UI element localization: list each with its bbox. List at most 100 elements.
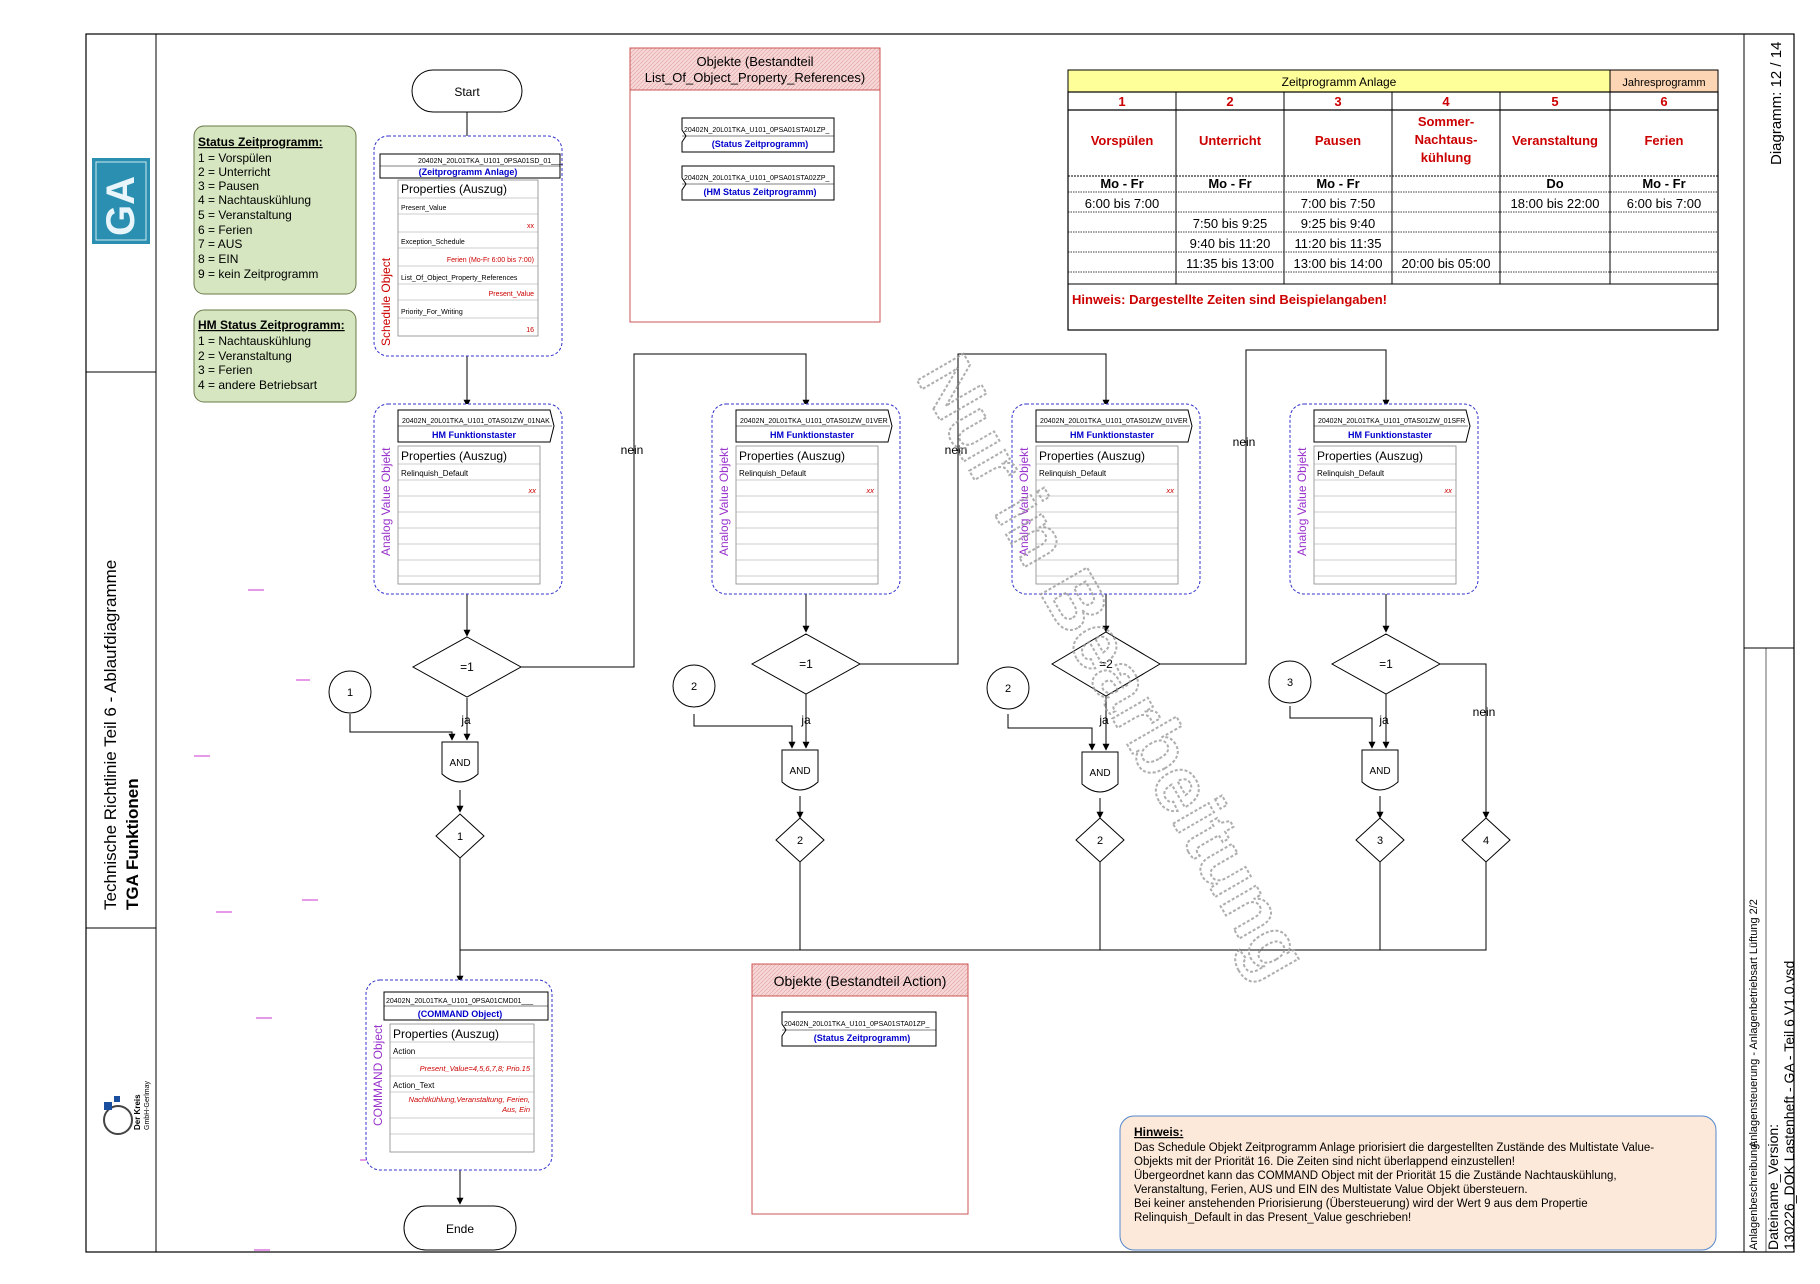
svg-text:Properties (Auszug): Properties (Auszug)	[1039, 449, 1145, 463]
anlagenbeschreibung-value: Anlagensteuerung - Anlagenbetriebsart Lü…	[1748, 899, 1760, 1148]
svg-text:20402N_20L01TKA_U101_0PSA01STA: 20402N_20L01TKA_U101_0PSA01STA02ZP_	[684, 175, 830, 182]
svg-text:Properties (Auszug): Properties (Auszug)	[739, 449, 845, 463]
offpage-connector: 2	[1075, 817, 1125, 863]
offpage-connector: 1	[435, 813, 485, 859]
svg-text:2 = Unterricht: 2 = Unterricht	[198, 165, 271, 179]
svg-text:xx: xx	[1166, 486, 1175, 495]
dateiname-label: Dateiname_Version:	[1765, 1124, 1781, 1250]
table-cell: 18:00 bis 22:00	[1511, 196, 1600, 211]
svg-text:8 = EIN: 8 = EIN	[198, 252, 238, 266]
svg-text:Ende: Ende	[446, 1222, 474, 1236]
svg-text:20402N_20L01TKA_U101_0TAS01ZW_: 20402N_20L01TKA_U101_0TAS01ZW_01SFR	[1318, 418, 1465, 425]
table-cell: 7:00 bis 7:50	[1301, 196, 1375, 211]
svg-text:HM Funktionstaster: HM Funktionstaster	[770, 430, 855, 440]
svg-text:Present_Value: Present_Value	[401, 205, 447, 212]
decision-diamond: =1	[411, 636, 523, 698]
table-col-days: Do	[1546, 176, 1563, 191]
svg-text:(HM Status Zeitprogramm): (HM Status Zeitprogramm)	[703, 187, 816, 197]
yes-label-3: ja	[1098, 713, 1109, 727]
svg-text:Objekts mit der Priorität 16.: Objekts mit der Priorität 16. Die Zeiten…	[1134, 1156, 1515, 1168]
svg-text:Der Kreis: Der Kreis	[133, 1094, 142, 1130]
no-label-1: nein	[621, 443, 644, 457]
table-cell: 20:00 bis 05:00	[1402, 256, 1491, 271]
svg-text:Übergeordnet kann das COMMAND: Übergeordnet kann das COMMAND Object mit…	[1134, 1170, 1617, 1182]
dateiname-value: 130226_DOK Lastenheft - GA - Teil 6 V1.0…	[1781, 961, 1797, 1250]
svg-text:3: 3	[1377, 835, 1383, 847]
yes-label-2: ja	[800, 713, 811, 727]
svg-text:20402N_20L01TKA_U101_0PSA01STA: 20402N_20L01TKA_U101_0PSA01STA01ZP_	[684, 127, 830, 134]
title-line2: TGA Funktionen	[123, 778, 142, 910]
diagram-number: Diagramm: 12 / 14	[1768, 42, 1785, 165]
table-note: Hinweis: Dargestellte Zeiten sind Beispi…	[1072, 292, 1387, 307]
svg-text:Properties (Auszug): Properties (Auszug)	[393, 1027, 499, 1041]
table-col-name: Unterricht	[1199, 133, 1262, 148]
svg-text:Analog Value Objekt: Analog Value Objekt	[1017, 447, 1031, 556]
decision-diamond: =1	[1330, 633, 1442, 695]
svg-text:20402N_20L01TKA_U101_0PSA01CMD: 20402N_20L01TKA_U101_0PSA01CMD01___	[386, 998, 533, 1005]
svg-text:Schedule Object: Schedule Object	[379, 257, 393, 346]
svg-text:3 = Ferien: 3 = Ferien	[198, 363, 252, 377]
table-cell: 9:25 bis 9:40	[1301, 216, 1375, 231]
svg-text:Present_Value: Present_Value	[489, 291, 535, 298]
svg-text:Relinquish_Default in das Pres: Relinquish_Default in das Present_Value …	[1134, 1212, 1411, 1224]
svg-text:AND: AND	[789, 766, 810, 777]
offpage-connector: 2	[775, 817, 825, 863]
table-col-name: Pausen	[1315, 133, 1361, 148]
ga-logo: GA	[92, 158, 150, 244]
svg-text:HM Funktionstaster: HM Funktionstaster	[1070, 430, 1155, 440]
svg-text:Relinquish_Default: Relinquish_Default	[401, 469, 469, 478]
connector-lines	[349, 112, 1490, 1205]
svg-text:20402N_20L01TKA_U101_0PSA01SD_: 20402N_20L01TKA_U101_0PSA01SD_01___	[418, 158, 563, 165]
table-cell: 9:40 bis 11:20	[1190, 236, 1271, 251]
table-col-days: Mo - Fr	[1642, 176, 1685, 191]
page-frame	[85, 33, 1795, 1253]
svg-text:GA: GA	[99, 176, 143, 236]
svg-text:GmbH-Gerlmay: GmbH-Gerlmay	[144, 1080, 151, 1130]
decision-diamond: =1	[750, 633, 862, 695]
svg-text:4 = Nachtauskühlung: 4 = Nachtauskühlung	[198, 193, 311, 207]
table-col-name: Vorspülen	[1091, 133, 1154, 148]
start-terminator: Start	[411, 69, 523, 113]
svg-text:xx: xx	[1444, 486, 1453, 495]
svg-text:2: 2	[1097, 835, 1103, 847]
svg-text:4 = andere Betriebsart: 4 = andere Betriebsart	[198, 378, 318, 392]
svg-text:3 = Pausen: 3 = Pausen	[198, 179, 259, 193]
svg-text:2: 2	[691, 681, 697, 693]
svg-text:20402N_20L01TKA_U101_0TAS01ZW_: 20402N_20L01TKA_U101_0TAS01ZW_01NAK	[402, 418, 550, 425]
svg-text:Veranstaltung, Ferien, AUS und: Veranstaltung, Ferien, AUS und EIN des M…	[1134, 1184, 1528, 1196]
table-col-days: Mo - Fr	[1208, 176, 1251, 191]
svg-text:Exception_Schedule: Exception_Schedule	[401, 239, 465, 246]
table-cell: 7:50 bis 9:25	[1193, 216, 1267, 231]
svg-text:1 = Vorspülen: 1 = Vorspülen	[198, 151, 272, 165]
svg-text:COMMAND Object: COMMAND Object	[371, 1024, 385, 1126]
table-col-number: 2	[1226, 94, 1233, 109]
svg-text:9 = kein Zeitprogramm: 9 = kein Zeitprogramm	[198, 267, 318, 281]
anlagenbeschreibung-label: Anlagenbeschreibung:	[1748, 1141, 1760, 1250]
decision-diamond: =2	[1051, 631, 1161, 697]
svg-text:Start: Start	[454, 85, 480, 99]
no-label-4: nein	[1473, 705, 1496, 719]
svg-text:Priority_For_Writing: Priority_For_Writing	[401, 309, 463, 316]
objects-box-references: Objekte (Bestandteil List_Of_Object_Prop…	[629, 47, 881, 323]
legend-status-zeitprogramm: Status Zeitprogramm: 1 = Vorspülen 2 = U…	[193, 125, 357, 295]
table-col-name: Veranstaltung	[1512, 133, 1598, 148]
svg-text:Analog Value Objekt: Analog Value Objekt	[717, 447, 731, 556]
svg-text:7 = AUS: 7 = AUS	[198, 237, 242, 251]
and-gate: AND	[1361, 749, 1399, 791]
table-cell: 11:20 bis 11:35	[1295, 236, 1382, 251]
svg-text:List_Of_Object_Property_Refere: List_Of_Object_Property_References)	[645, 70, 865, 85]
table-cell: 13:00 bis 14:00	[1294, 256, 1383, 271]
svg-text:2: 2	[1005, 683, 1011, 695]
table-col-days: Mo - Fr	[1100, 176, 1143, 191]
yes-label-1: ja	[460, 713, 471, 727]
svg-text:(Status Zeitprogramm): (Status Zeitprogramm)	[712, 139, 809, 149]
and-gate: AND	[1081, 751, 1119, 793]
svg-text:xx: xx	[527, 223, 535, 230]
table-col-number: 6	[1660, 94, 1667, 109]
svg-text:Ferien (Mo-Fr 6:00 bis 7:00): Ferien (Mo-Fr 6:00 bis 7:00)	[447, 257, 534, 264]
hinweis-note: Hinweis: Das Schedule Objekt Zeitprogram…	[1119, 1115, 1717, 1251]
svg-text:(COMMAND Object): (COMMAND Object)	[418, 1009, 503, 1019]
svg-text:List_Of_Object_Property_Refere: List_Of_Object_Property_References	[401, 275, 518, 282]
svg-text:20402N_20L01TKA_U101_0TAS01ZW_: 20402N_20L01TKA_U101_0TAS01ZW_01VER	[740, 418, 888, 425]
svg-text:Aus, Ein: Aus, Ein	[501, 1105, 530, 1114]
